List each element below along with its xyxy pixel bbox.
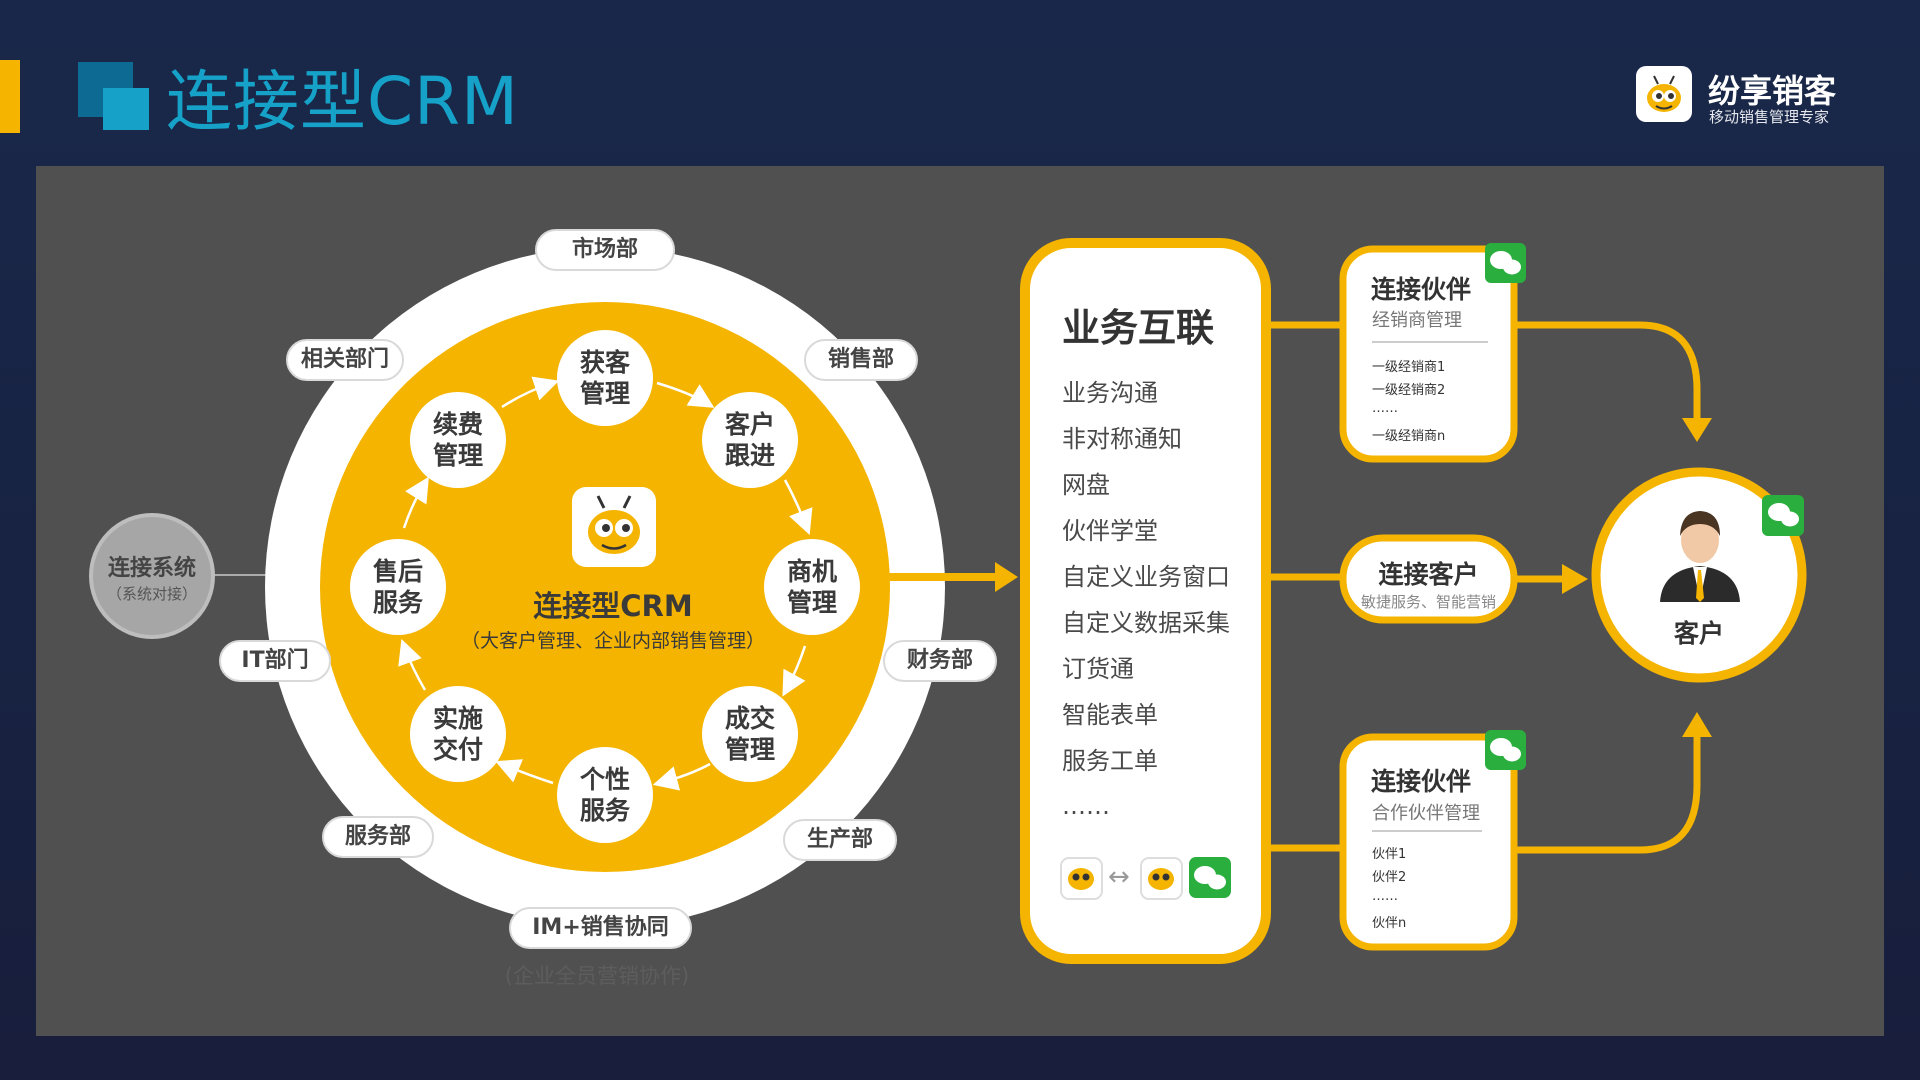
brand: 纷享销客 移动销售管理专家 xyxy=(1636,66,1896,126)
wechat-icon xyxy=(1485,730,1526,770)
business-item: 伙伴学堂 xyxy=(1062,517,1158,545)
header-accent-bar xyxy=(0,60,20,133)
wechat-icon xyxy=(1485,243,1526,283)
node-personal xyxy=(557,747,653,843)
partner-bottom-item: …… xyxy=(1372,889,1398,904)
person-icon xyxy=(1660,511,1740,602)
customer-label: 客户 xyxy=(1673,619,1724,648)
partner-bottom-subtitle: 合作伙伴管理 xyxy=(1372,803,1480,824)
bee-logo-icon xyxy=(572,487,656,567)
business-item: 智能表单 xyxy=(1062,701,1158,729)
partner-top-item: 一级经销商1 xyxy=(1372,360,1446,375)
system-title: 连接系统 xyxy=(107,556,196,581)
partner-bottom-item: 伙伴n xyxy=(1372,916,1407,931)
bee-logo-icon xyxy=(1636,66,1692,122)
wechat-icon xyxy=(1762,495,1804,536)
partner-bottom-arrow-line xyxy=(1517,735,1701,854)
cycle-arrow xyxy=(501,376,560,409)
dept-im: IM+销售协同 xyxy=(509,907,692,949)
dept-finance: 财务部 xyxy=(883,640,997,682)
business-item: 业务沟通 xyxy=(1062,379,1158,407)
partner-bottom-box xyxy=(1339,733,1518,951)
dept-related: 相关部门 xyxy=(286,339,404,381)
cycle-arrow xyxy=(782,645,807,697)
node-renewal xyxy=(410,392,506,488)
title-decoration-square-2 xyxy=(103,88,149,130)
node-delivery xyxy=(410,686,506,782)
dept-it: IT部门 xyxy=(219,640,331,682)
dept-sales: 销售部 xyxy=(804,339,918,381)
node-followup-line2: 跟进 xyxy=(724,441,775,470)
system-subtitle: （系统对接） xyxy=(106,585,197,603)
node-renewal-line2: 管理 xyxy=(432,441,483,470)
cycle-arrow xyxy=(652,762,711,791)
node-deal xyxy=(702,686,798,782)
bee-logo-icon xyxy=(1140,857,1183,900)
node-acquire-line2: 管理 xyxy=(579,379,630,408)
partner-top-arrow-line xyxy=(1517,321,1701,420)
customer-link-subtitle: 敏捷服务、智能营销 xyxy=(1360,593,1496,611)
node-aftersales-line1: 售后 xyxy=(372,557,423,586)
center-subtitle: （大客户管理、企业内部销售管理） xyxy=(460,630,765,652)
node-delivery-line2: 交付 xyxy=(432,735,483,764)
business-item: 网盘 xyxy=(1062,471,1110,499)
node-opportunity-line2: 管理 xyxy=(786,588,837,617)
brand-subtitle: 移动销售管理专家 xyxy=(1709,108,1830,126)
brand-name: 纷享销客 xyxy=(1708,72,1837,110)
cycle-arrow xyxy=(495,759,554,785)
business-item: 非对称通知 xyxy=(1062,425,1182,453)
partner-bottom-item: 伙伴1 xyxy=(1372,847,1407,862)
node-deal-line2: 管理 xyxy=(724,735,775,764)
customer-link-box xyxy=(1339,534,1518,624)
node-personal-line2: 服务 xyxy=(579,796,630,825)
cycle-arrow xyxy=(783,479,813,535)
bee-logo-icon xyxy=(1060,857,1103,900)
cycle-arrow xyxy=(402,476,429,529)
node-deal-line1: 成交 xyxy=(724,704,775,733)
node-opportunity xyxy=(764,539,860,635)
customer-link-title: 连接客户 xyxy=(1378,560,1479,589)
node-delivery-line1: 实施 xyxy=(432,704,483,733)
business-box xyxy=(1020,238,1271,964)
node-aftersales xyxy=(350,539,446,635)
dept-production: 生产部 xyxy=(783,819,897,861)
center-title: 连接型CRM xyxy=(533,589,693,623)
node-renewal-line1: 续费 xyxy=(432,410,483,439)
page-title: 连接型CRM xyxy=(166,63,519,140)
node-acquire-line1: 获客 xyxy=(579,348,630,377)
cycle-arrow xyxy=(656,381,715,408)
partner-bottom-item: 伙伴2 xyxy=(1372,870,1407,885)
business-item: …… xyxy=(1062,792,1110,820)
business-item: 自定义业务窗口 xyxy=(1062,563,1230,591)
partner-top-title: 连接伙伴 xyxy=(1371,275,1472,304)
arrow-icon xyxy=(995,562,1018,592)
partner-top-item: 一级经销商n xyxy=(1372,429,1446,444)
partner-bottom-title: 连接伙伴 xyxy=(1371,767,1472,796)
node-acquire xyxy=(557,330,653,426)
dept-service: 服务部 xyxy=(322,816,434,858)
dept-market: 市场部 xyxy=(535,229,675,271)
arrow-icon xyxy=(1562,564,1588,594)
node-followup xyxy=(702,392,798,488)
arrow-icon xyxy=(1682,418,1712,442)
node-aftersales-line2: 服务 xyxy=(372,588,423,617)
node-followup-line1: 客户 xyxy=(724,410,775,439)
business-title: 业务互联 xyxy=(1062,306,1215,350)
partner-top-item: 一级经销商2 xyxy=(1372,383,1446,398)
business-item: 订货通 xyxy=(1062,655,1134,683)
cycle-arrow xyxy=(398,638,427,691)
system-circle xyxy=(89,513,215,639)
partner-top-item: …… xyxy=(1372,401,1398,416)
arrow-icon xyxy=(1682,712,1712,737)
sync-arrow-icon: ↔ xyxy=(1108,862,1130,892)
node-opportunity-line1: 商机 xyxy=(786,557,837,586)
partner-top-box xyxy=(1339,245,1518,463)
dept-im-subtitle: (企业全员营销协作) xyxy=(504,964,690,988)
business-item: 自定义数据采集 xyxy=(1062,609,1230,637)
partner-top-subtitle: 经销商管理 xyxy=(1372,310,1462,331)
node-personal-line1: 个性 xyxy=(579,765,630,794)
wechat-icon xyxy=(1189,857,1231,898)
business-item: 服务工单 xyxy=(1062,747,1158,775)
